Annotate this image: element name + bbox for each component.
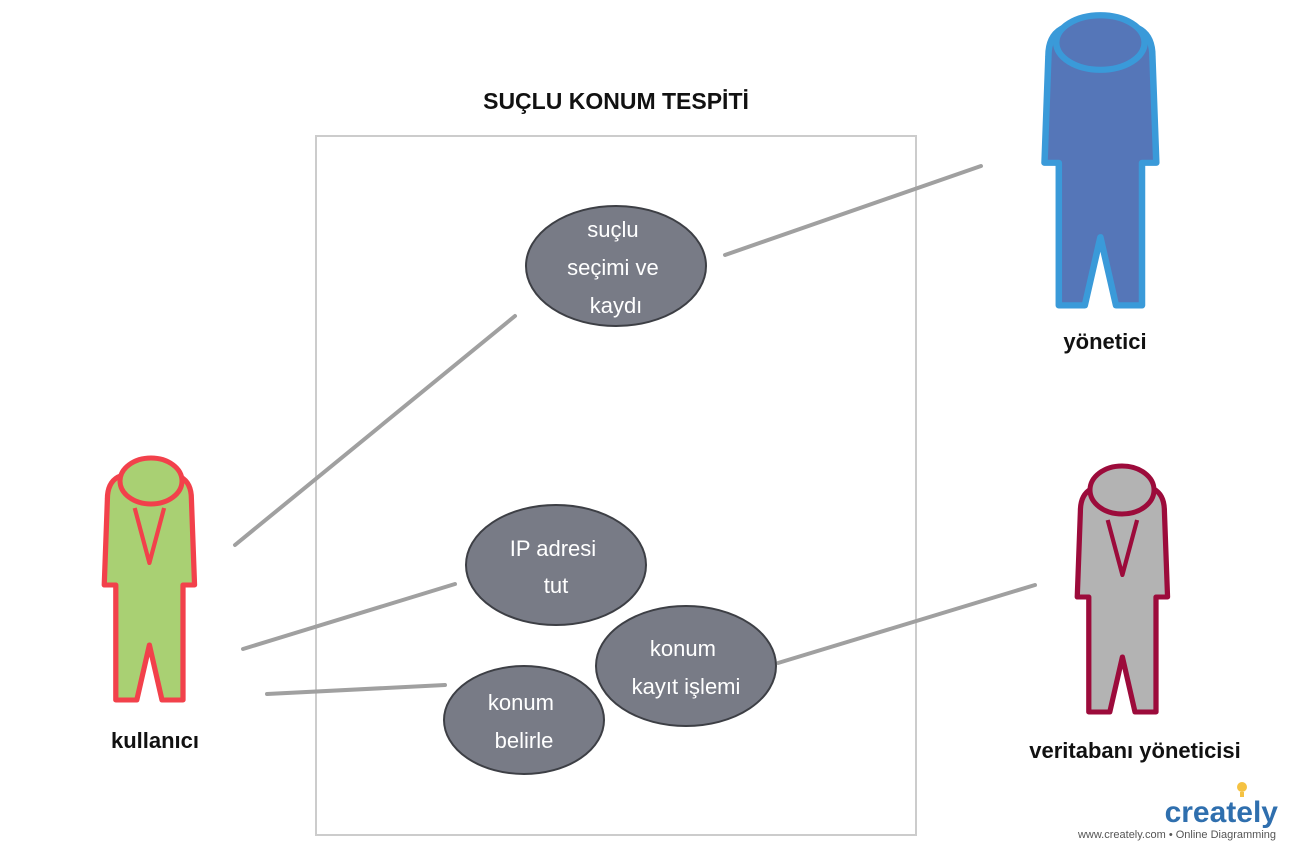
svg-text:IP adresi tut: IP adresi tut: [510, 536, 603, 598]
lightbulb-icon: [1237, 782, 1247, 797]
actor-veritabani[interactable]: veritabanı yöneticisi: [1029, 463, 1241, 763]
use-case-kayit[interactable]: konum kayıt işlemi: [595, 605, 777, 727]
connector-kullanici-ip: [241, 582, 457, 651]
use-case-belirle[interactable]: konum belirle: [443, 665, 605, 775]
actor-veritabani-head: [1087, 463, 1157, 517]
system-boundary: [315, 135, 917, 836]
use-case-secim[interactable]: suçlu seçimi ve kaydı: [525, 205, 707, 327]
creately-watermark[interactable]: creately www.creately.com • Online Diagr…: [1077, 782, 1278, 841]
actor-kullanici[interactable]: kullanıcı: [104, 455, 199, 753]
connector-veritabani-kayit: [776, 583, 1037, 665]
use-case-kayit-line-2: kayıt işlemi: [632, 674, 741, 699]
use-case-secim-line-3: kaydı: [590, 293, 643, 318]
use-case-belirle-line-1: konum: [488, 690, 554, 715]
connectors: [233, 164, 1037, 696]
svg-text:konum belirle: konum belirle: [488, 690, 560, 753]
use-case-ip[interactable]: IP adresi tut: [465, 504, 647, 626]
use-case-secim-line-2: seçimi ve: [567, 255, 659, 280]
actor-kullanici-label: kullanıcı: [111, 728, 199, 753]
creately-tagline: www.creately.com • Online Diagramming: [1077, 829, 1276, 841]
actor-kullanici-head: [117, 455, 185, 507]
svg-text:suçlu seçimi ve ka: suçlu seçimi ve kaydı: [567, 217, 665, 318]
actor-yonetici-label: yönetici: [1063, 329, 1146, 354]
diagram-title: SUÇLU KONUM TESPİTİ: [483, 88, 749, 114]
creately-logo: creately: [1165, 796, 1279, 829]
use-case-belirle-line-2: belirle: [495, 728, 554, 753]
use-case-kayit-line-1: konum: [650, 636, 716, 661]
actor-veritabani-label: veritabanı yöneticisi: [1029, 738, 1241, 763]
use-case-ip-line-1: IP adresi: [510, 536, 596, 561]
use-case-secim-line-1: suçlu: [587, 217, 638, 242]
use-case-ip-line-2: tut: [544, 573, 568, 598]
connector-yonetici-secim: [723, 164, 983, 257]
svg-text:konum kayıt işlemi: konum kayıt işlemi: [632, 636, 741, 699]
connector-kullanici-secim: [233, 314, 517, 547]
connector-kullanici-belirle: [265, 683, 447, 696]
actor-yonetici[interactable]: yönetici: [1045, 12, 1157, 354]
